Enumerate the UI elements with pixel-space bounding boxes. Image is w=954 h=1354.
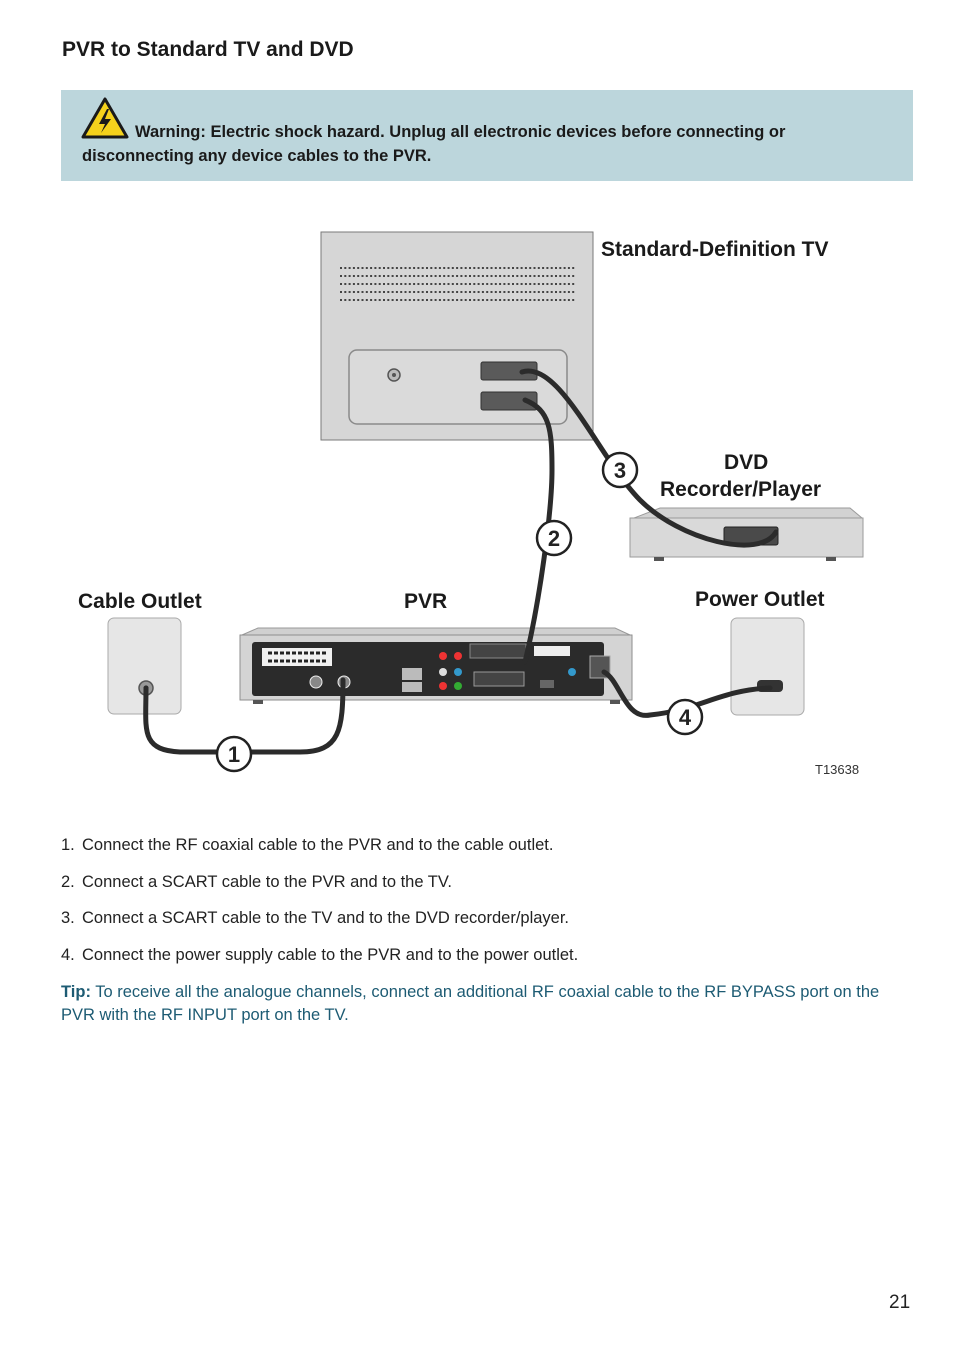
dvd-device — [629, 507, 864, 561]
label-cable-outlet: Cable Outlet — [78, 590, 202, 613]
callout-2: 2 — [535, 519, 573, 557]
list-item: 3. Connect a SCART cable to the TV and t… — [61, 909, 911, 928]
tv-vent-grille — [340, 267, 576, 301]
list-item: 1. Connect the RF coaxial cable to the P… — [61, 836, 911, 855]
step-number: 3. — [61, 909, 75, 927]
label-power-outlet: Power Outlet — [695, 588, 825, 611]
callout-1: 1 — [215, 735, 253, 773]
step-number: 1. — [61, 836, 75, 854]
step-text: Connect the power supply cable to the PV… — [82, 945, 579, 964]
figure-code: T13638 — [815, 762, 860, 777]
electric-hazard-icon — [81, 97, 129, 139]
tip-text: To receive all the analogue channels, co… — [61, 983, 880, 1024]
svg-text:3: 3 — [614, 458, 626, 483]
page-number: 21 — [889, 1292, 911, 1313]
warning-box: Warning: Electric shock hazard. Unplug a… — [61, 90, 913, 181]
label-dvd-line2: Recorder/Player — [660, 478, 822, 501]
tip-paragraph: Tip: To receive all the analogue channel… — [61, 981, 916, 1027]
step-number: 4. — [61, 945, 75, 964]
tip-label: Tip: — [61, 983, 91, 1001]
warning-text-line1: Warning: Electric shock hazard. Unplug a… — [135, 123, 786, 141]
svg-text:4: 4 — [679, 705, 692, 730]
callout-3: 3 — [601, 451, 639, 489]
connection-diagram: 1 2 3 4 — [107, 231, 864, 773]
step-text: Connect a SCART cable to the PVR and to … — [82, 872, 452, 891]
step-text: Connect the RF coaxial cable to the PVR … — [82, 836, 554, 854]
label-pvr: PVR — [404, 590, 448, 613]
step-number: 2. — [61, 872, 75, 891]
svg-text:1: 1 — [228, 742, 240, 767]
tv-device — [320, 231, 594, 441]
warning-text-line2: disconnecting any device cables to the P… — [82, 147, 432, 165]
step-text: Connect a SCART cable to the TV and to t… — [82, 909, 570, 927]
label-tv: Standard-Definition TV — [601, 238, 829, 261]
steps-list: 1. Connect the RF coaxial cable to the P… — [61, 836, 911, 982]
svg-text:2: 2 — [548, 526, 560, 551]
list-item: 2. Connect a SCART cable to the PVR and … — [61, 873, 911, 892]
label-dvd-line1: DVD — [724, 451, 769, 474]
power-outlet — [730, 617, 805, 716]
callout-4: 4 — [666, 698, 704, 736]
list-item: 4. Connect the power supply cable to the… — [61, 946, 911, 965]
page-title: PVR to Standard TV and DVD — [62, 38, 354, 61]
pvr-device — [239, 627, 633, 704]
